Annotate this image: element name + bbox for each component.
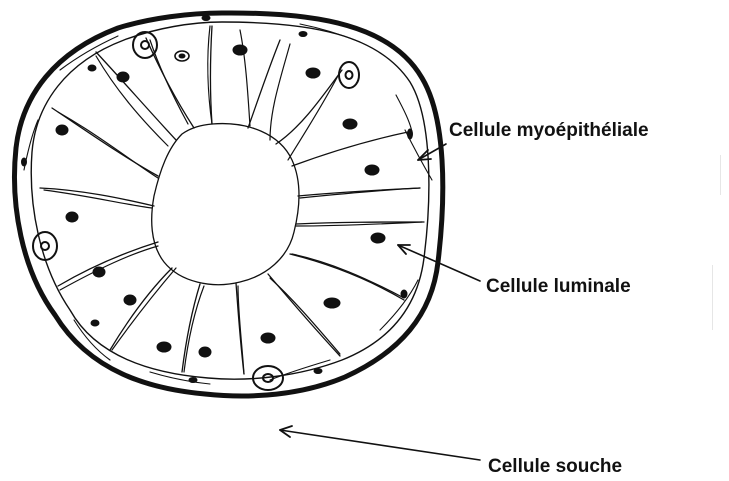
stem-cells — [33, 32, 359, 390]
luminal-nucleus — [66, 212, 78, 222]
stem-cell — [33, 232, 57, 260]
luminal-nucleus — [157, 342, 171, 352]
myoepithelial-nuclei — [22, 16, 413, 383]
myoepithelial-nucleus — [22, 158, 27, 166]
scan-artifact-line — [712, 265, 713, 330]
luminal-nucleus — [324, 298, 340, 308]
scan-artifact-line — [720, 155, 721, 195]
myoepithelial-nucleus — [299, 32, 307, 37]
luminal-nucleus — [365, 165, 379, 175]
myoepithelial-nucleus — [189, 378, 197, 383]
luminal-nucleus — [179, 54, 185, 58]
myoepithelial-nucleus — [408, 129, 413, 139]
label-arrows — [280, 144, 480, 460]
luminal-cell-contours — [44, 26, 422, 374]
label-myoepithelial-cell: Cellule myoépithéliale — [449, 121, 649, 140]
luminal-nucleus — [233, 45, 247, 55]
luminal-nucleus — [371, 233, 385, 243]
myoepithelial-nucleus — [314, 369, 322, 374]
arrowhead-myoepithelial — [418, 150, 431, 160]
luminal-nucleus — [93, 267, 105, 277]
basement-membrane — [15, 13, 443, 396]
luminal-nucleus — [306, 68, 320, 78]
luminal-nuclei — [56, 45, 385, 357]
luminal-nucleus — [124, 295, 136, 305]
myoepithelial-layer — [31, 22, 429, 379]
label-stem-cell: Cellule souche — [488, 457, 622, 476]
arrow-stem — [280, 430, 480, 460]
luminal-nucleus — [117, 72, 129, 82]
luminal-nucleus — [343, 119, 357, 129]
luminal-nucleus — [56, 125, 68, 135]
stem-cell — [133, 32, 157, 58]
luminal-nucleus — [199, 347, 211, 357]
myoepithelial-nucleus — [202, 16, 210, 21]
stem-cell — [339, 62, 359, 88]
lumen — [152, 124, 299, 285]
myoepithelial-nucleus — [91, 320, 99, 326]
luminal-nucleus — [261, 333, 275, 343]
label-luminal-cell: Cellule luminale — [486, 277, 631, 296]
myoepithelial-nucleus — [88, 65, 96, 71]
myoepithelial-nucleus — [401, 290, 407, 298]
